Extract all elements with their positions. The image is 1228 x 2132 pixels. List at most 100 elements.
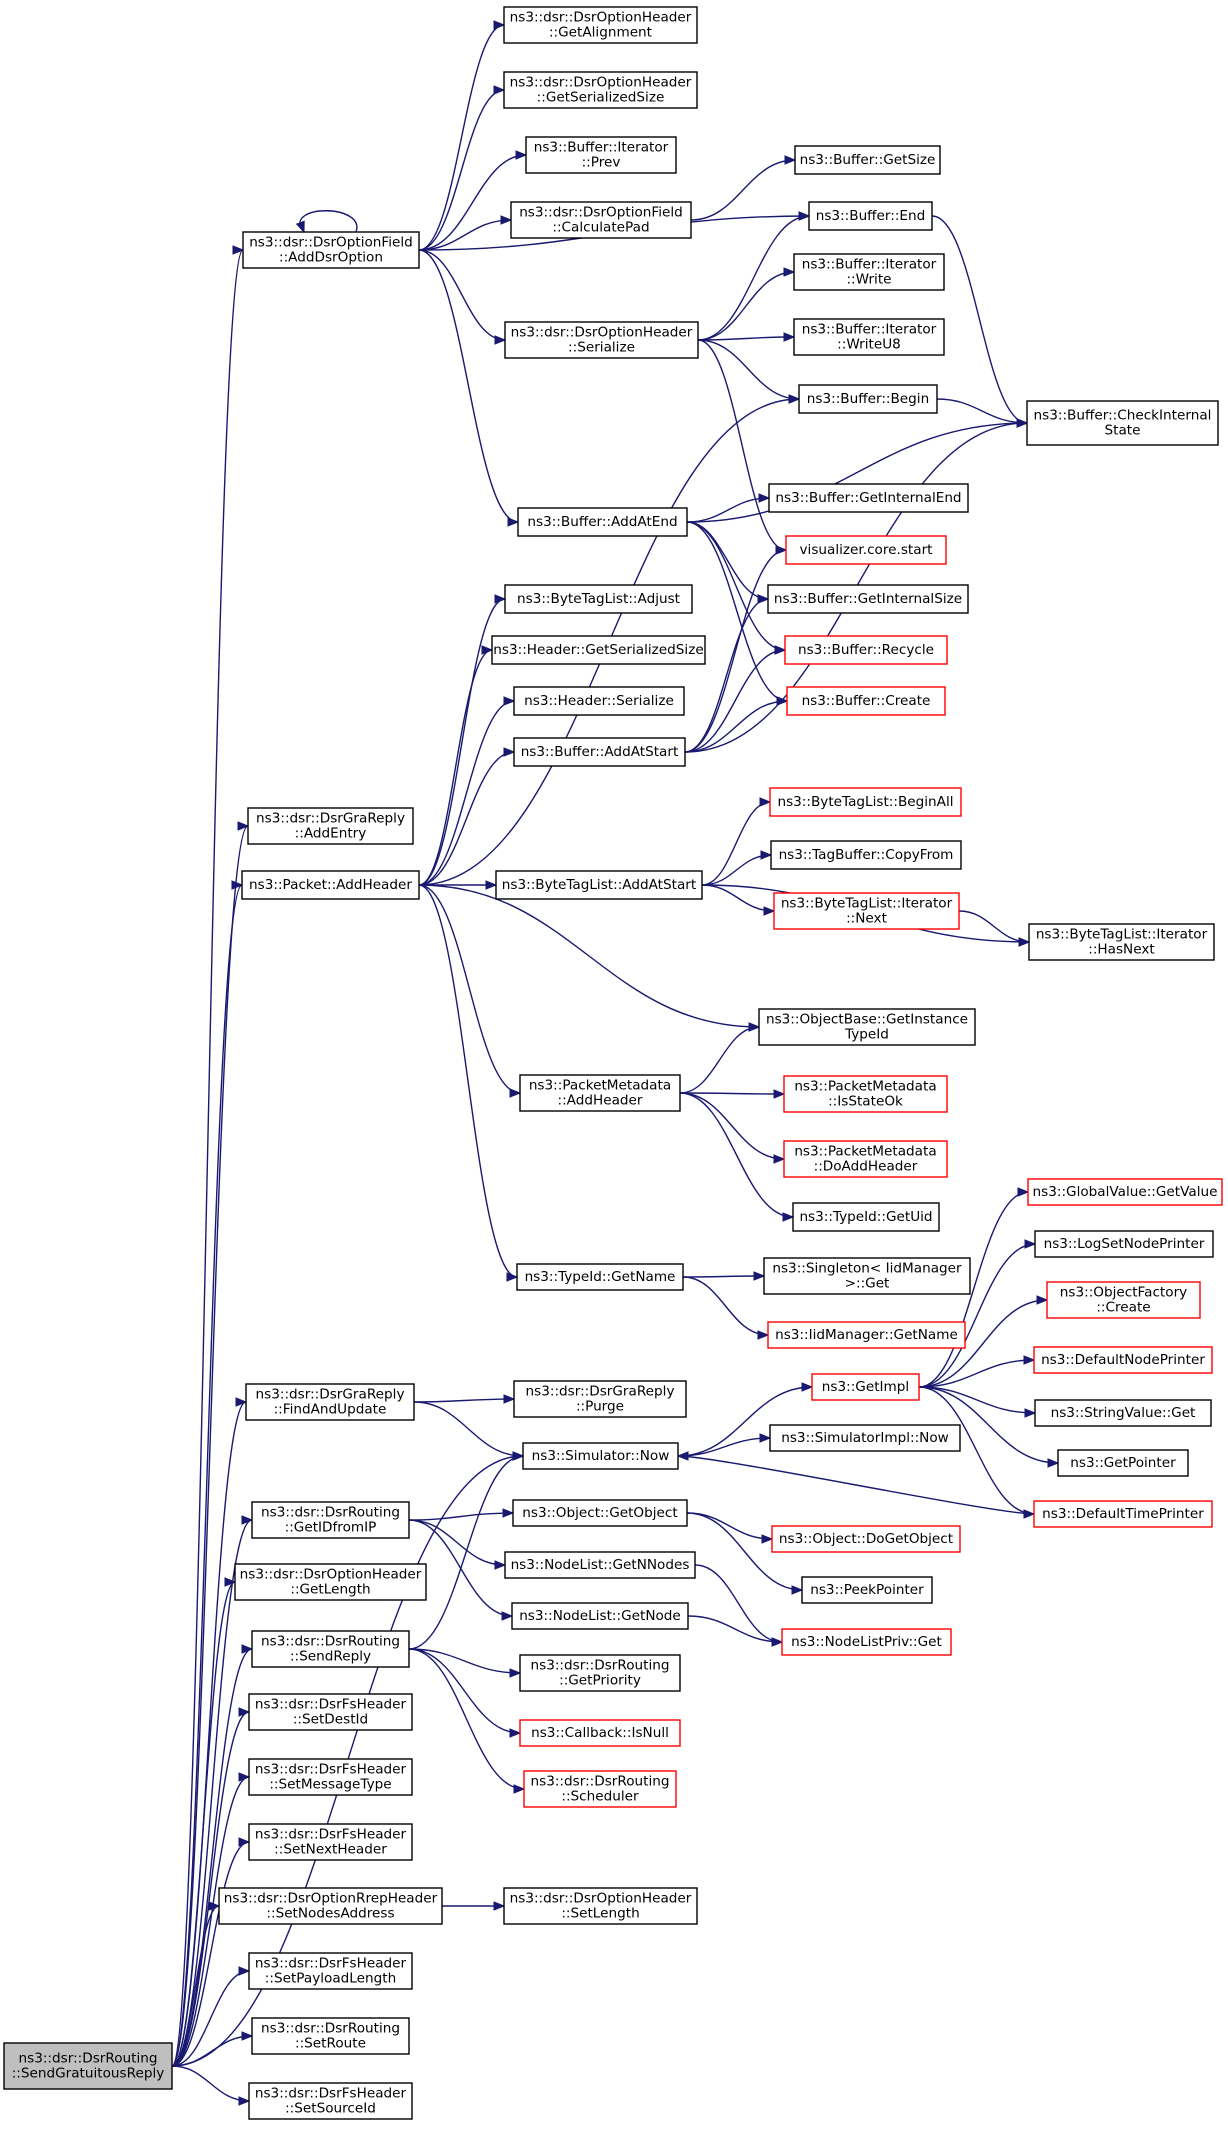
call-edge-root-to-ohGetLength <box>171 1577 237 2067</box>
node-btlAdjust[interactable]: ns3::ByteTagList::Adjust <box>504 584 693 614</box>
node-ohSetLength[interactable]: ns3::dsr::DsrOptionHeader::SetLength <box>503 1887 698 1925</box>
node-hdrSerialize[interactable]: ns3::Header::Serialize <box>513 686 685 716</box>
call-edge-ohSerialize-to-vizStart <box>697 339 788 555</box>
node-globalGetValue[interactable]: ns3::GlobalValue::GetValue <box>1027 1178 1223 1206</box>
node-box <box>3 2042 173 2090</box>
node-getPriority[interactable]: ns3::dsr::DsrRouting::GetPriority <box>519 1654 681 1692</box>
node-addDsrOption[interactable]: ns3::dsr::DsrOptionField::AddDsrOption <box>242 231 420 269</box>
node-iterPrev[interactable]: ns3::Buffer::Iterator::Prev <box>525 136 677 174</box>
node-getInternalEnd[interactable]: ns3::Buffer::GetInternalEnd <box>768 483 969 513</box>
node-defaultTimePrinter[interactable]: ns3::DefaultTimePrinter <box>1033 1500 1213 1528</box>
node-objDoGetObject[interactable]: ns3::Object::DoGetObject <box>771 1525 961 1553</box>
node-label: ::SendGratuitousReply <box>12 2066 165 2082</box>
edge-line <box>418 884 521 1094</box>
node-pmAddHeader[interactable]: ns3::PacketMetadata::AddHeader <box>519 1074 681 1112</box>
node-getInternalSize[interactable]: ns3::Buffer::GetInternalSize <box>767 584 969 614</box>
node-getSize[interactable]: ns3::Buffer::GetSize <box>794 145 941 175</box>
edge-line <box>171 1776 250 2067</box>
node-nlGetNNodes[interactable]: ns3::NodeList::GetNNodes <box>504 1551 696 1579</box>
node-getIdFromIp[interactable]: ns3::dsr::DsrRouting::GetIDfromIP <box>251 1501 410 1539</box>
node-label: ns3::dsr::DsrRouting <box>261 1505 400 1521</box>
node-bufCreate[interactable]: ns3::Buffer::Create <box>786 686 946 716</box>
node-hdrGetSerializedSize[interactable]: ns3::Header::GetSerializedSize <box>491 635 706 665</box>
edge-arrowhead <box>676 1451 689 1461</box>
node-label: ns3::Buffer::Create <box>802 693 931 709</box>
node-defaultNodePrinter[interactable]: ns3::DefaultNodePrinter <box>1033 1346 1213 1374</box>
edge-line <box>418 24 505 251</box>
node-label: ::SendReply <box>290 1649 371 1665</box>
call-edge-addDsrOption-to-calculatePad <box>418 215 513 251</box>
node-bufRecycle[interactable]: ns3::Buffer::Recycle <box>784 635 948 665</box>
node-getAlignment[interactable]: ns3::dsr::DsrOptionHeader::GetAlignment <box>503 6 698 44</box>
node-btlAddAtStart[interactable]: ns3::ByteTagList::AddAtStart <box>495 870 703 900</box>
edge-arrowhead <box>801 1382 814 1392</box>
node-cbIsNull[interactable]: ns3::Callback::IsNull <box>519 1719 681 1747</box>
node-label: ns3::dsr::DsrOptionField <box>249 235 413 251</box>
node-calculatePad[interactable]: ns3::dsr::DsrOptionField::CalculatePad <box>510 201 692 239</box>
node-setNodesAddress[interactable]: ns3::dsr::DsrOptionRrepHeader::SetNodesA… <box>218 1887 443 1925</box>
node-nlPrivGet[interactable]: ns3::NodeListPriv::Get <box>781 1628 952 1656</box>
call-edge-ohSerialize-to-bufEnd <box>697 211 811 341</box>
node-setRoute[interactable]: ns3::dsr::DsrRouting::SetRoute <box>251 2017 410 2055</box>
node-addAtEnd[interactable]: ns3::Buffer::AddAtEnd <box>517 507 688 537</box>
node-addAtStart[interactable]: ns3::Buffer::AddAtStart <box>513 737 686 767</box>
node-setMessageType[interactable]: ns3::dsr::DsrFsHeader::SetMessageType <box>248 1758 413 1796</box>
node-tagCopyFrom[interactable]: ns3::TagBuffer::CopyFrom <box>770 840 962 870</box>
node-root[interactable]: ns3::dsr::DsrRouting::SendGratuitousRepl… <box>3 2042 173 2090</box>
node-pmDoAddHeader[interactable]: ns3::PacketMetadata::DoAddHeader <box>783 1140 948 1178</box>
call-edge-getIdFromIp-to-nlGetNNodes <box>408 1519 507 1570</box>
node-singletonGet[interactable]: ns3::Singleton< IidManager>::Get <box>763 1257 971 1295</box>
node-btlIterNext[interactable]: ns3::ByteTagList::Iterator::Next <box>773 892 960 930</box>
node-getImpl[interactable]: ns3::GetImpl <box>811 1373 920 1401</box>
edge-arrowhead <box>509 1728 522 1738</box>
node-sendReply[interactable]: ns3::dsr::DsrRouting::SendReply <box>251 1630 410 1668</box>
node-pktAddHeader[interactable]: ns3::Packet::AddHeader <box>241 870 420 900</box>
node-setNextHeader[interactable]: ns3::dsr::DsrFsHeader::SetNextHeader <box>248 1823 413 1861</box>
node-iterWriteU8[interactable]: ns3::Buffer::Iterator::WriteU8 <box>793 318 945 356</box>
node-label: ns3::ByteTagList::Iterator <box>781 896 953 912</box>
node-graFindAndUpdate[interactable]: ns3::dsr::DsrGraReply::FindAndUpdate <box>245 1383 415 1421</box>
edge-arrowhead <box>503 696 516 706</box>
node-graAddEntry[interactable]: ns3::dsr::DsrGraReply::AddEntry <box>247 807 414 845</box>
edge-line <box>171 825 249 2067</box>
node-simImplNow[interactable]: ns3::SimulatorImpl::Now <box>769 1424 961 1452</box>
node-box <box>251 2017 410 2055</box>
call-edge-simNow-to-getImpl <box>677 1382 814 1457</box>
node-ohGetLength[interactable]: ns3::dsr::DsrOptionHeader::GetLength <box>234 1563 427 1601</box>
node-label: ns3::Buffer::AddAtStart <box>521 744 679 760</box>
node-btlIterHasNext[interactable]: ns3::ByteTagList::Iterator::HasNext <box>1028 923 1215 961</box>
call-edge-typeIdGetName-to-iidGetName <box>682 1276 770 1340</box>
node-bufEnd[interactable]: ns3::Buffer::End <box>808 201 933 231</box>
node-ohSerialize[interactable]: ns3::dsr::DsrOptionHeader::Serialize <box>504 321 699 359</box>
node-getPointer[interactable]: ns3::GetPointer <box>1057 1449 1189 1477</box>
edge-line <box>677 1386 813 1457</box>
node-graPurge[interactable]: ns3::dsr::DsrGraReply::Purge <box>513 1380 687 1418</box>
node-logSetNodePrinter[interactable]: ns3::LogSetNodePrinter <box>1034 1230 1214 1258</box>
node-peekPointer[interactable]: ns3::PeekPointer <box>801 1576 933 1604</box>
node-stringValueGet[interactable]: ns3::StringValue::Get <box>1034 1399 1212 1427</box>
node-getSerializedSize_oh[interactable]: ns3::dsr::DsrOptionHeader::GetSerialized… <box>503 71 698 109</box>
node-beginAll[interactable]: ns3::ByteTagList::BeginAll <box>769 787 962 817</box>
node-vizStart[interactable]: visualizer.core.start <box>785 535 947 565</box>
node-simNow[interactable]: ns3::Simulator::Now <box>522 1442 679 1470</box>
edge-arrowhead <box>1024 1408 1037 1418</box>
node-pmIsStateOk[interactable]: ns3::PacketMetadata::IsStateOk <box>783 1075 948 1113</box>
node-objFactoryCreate[interactable]: ns3::ObjectFactory::Create <box>1046 1281 1201 1319</box>
node-label: ns3::dsr::DsrRouting <box>261 2021 400 2037</box>
edge-line <box>918 1359 1035 1388</box>
node-iterWrite[interactable]: ns3::Buffer::Iterator::Write <box>793 253 945 291</box>
node-scheduler[interactable]: ns3::dsr::DsrRouting::Scheduler <box>523 1770 677 1808</box>
node-setPayloadLength[interactable]: ns3::dsr::DsrFsHeader::SetPayloadLength <box>248 1952 413 1990</box>
node-setDestId[interactable]: ns3::dsr::DsrFsHeader::SetDestId <box>248 1693 413 1731</box>
node-bufBegin[interactable]: ns3::Buffer::Begin <box>798 384 938 414</box>
node-typeIdGetName[interactable]: ns3::TypeId::GetName <box>516 1263 684 1291</box>
node-setSourceId[interactable]: ns3::dsr::DsrFsHeader::SetSourceId <box>248 2082 413 2120</box>
node-label: ns3::dsr::DsrOptionHeader <box>510 10 692 26</box>
edge-line <box>679 1092 794 1218</box>
node-typeIdGetUid[interactable]: ns3::TypeId::GetUid <box>792 1202 940 1232</box>
node-iidGetName[interactable]: ns3::IidManager::GetName <box>767 1321 966 1349</box>
node-objGetObject[interactable]: ns3::Object::GetObject <box>512 1499 688 1527</box>
node-nlGetNode[interactable]: ns3::NodeList::GetNode <box>511 1602 689 1630</box>
